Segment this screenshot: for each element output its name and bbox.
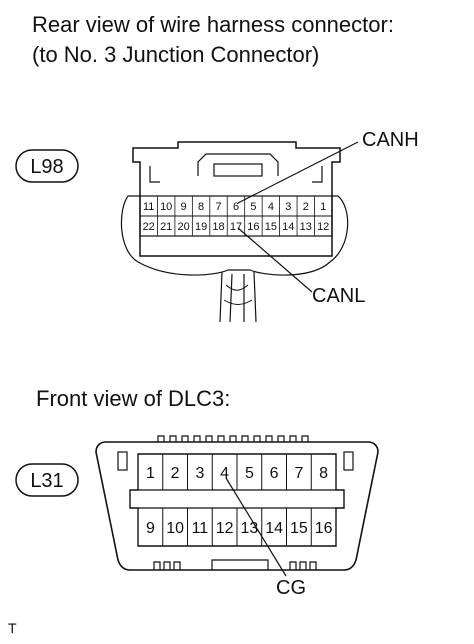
dlc3-connector-drawing xyxy=(95,435,379,577)
dlc3-pin: 7 xyxy=(294,465,303,482)
dlc3-pin: 5 xyxy=(245,465,254,482)
dlc3-pin: 9 xyxy=(146,520,155,537)
dlc3-pin: 1 xyxy=(146,465,155,482)
footer-mark: T xyxy=(8,620,17,636)
l98-pin: 6 xyxy=(233,201,239,213)
l98-pin: 13 xyxy=(300,221,312,233)
dlc3-pin: 4 xyxy=(220,465,229,482)
l98-pin: 17 xyxy=(230,221,242,233)
dlc3-pin: 6 xyxy=(270,465,279,482)
dlc3-pin: 15 xyxy=(290,520,308,537)
l98-pin: 22 xyxy=(143,221,155,233)
dlc3-caption: Front view of DLC3: xyxy=(36,386,231,411)
l98-pin: 3 xyxy=(285,201,291,213)
l98-pin: 1 xyxy=(320,201,326,213)
l31-badge xyxy=(15,463,79,497)
canl-leader-line xyxy=(237,227,313,293)
l98-pin: 10 xyxy=(160,201,172,213)
l98-pin: 20 xyxy=(177,221,189,233)
dlc3-pin: 3 xyxy=(195,465,204,482)
dlc3-pin: 16 xyxy=(315,520,333,537)
l98-pin: 4 xyxy=(268,201,274,213)
cg-leader-line xyxy=(225,477,287,577)
canh-label: CANH xyxy=(362,129,419,151)
l31-badge-label: L31 xyxy=(30,470,63,492)
harness-caption-line1: Rear view of wire harness connector: xyxy=(32,12,394,37)
dlc3-pin: 10 xyxy=(166,520,184,537)
canl-label: CANL xyxy=(312,285,365,307)
cg-label: CG xyxy=(276,577,306,599)
dlc3-pin: 11 xyxy=(192,520,209,537)
dlc3-pin: 14 xyxy=(265,520,283,537)
l98-connector-drawing xyxy=(120,141,359,323)
l98-pin: 16 xyxy=(247,221,259,233)
l98-pin: 21 xyxy=(160,221,172,233)
l98-pin: 8 xyxy=(198,201,204,213)
harness-caption: Rear view of wire harness connector: (to… xyxy=(32,10,394,70)
l98-pin: 15 xyxy=(265,221,277,233)
dlc3-pin: 2 xyxy=(171,465,180,482)
l98-pin: 2 xyxy=(303,201,309,213)
l98-pin: 9 xyxy=(181,201,187,213)
canh-leader-line xyxy=(237,141,359,204)
l98-pin: 19 xyxy=(195,221,207,233)
dlc3-pin: 13 xyxy=(241,520,259,537)
l98-badge-label: L98 xyxy=(30,156,63,178)
l98-pin: 5 xyxy=(250,201,256,213)
l98-badge xyxy=(15,149,79,183)
dlc3-pin: 8 xyxy=(319,465,328,482)
harness-caption-line2: (to No. 3 Junction Connector) xyxy=(32,42,320,67)
l98-pin: 12 xyxy=(317,221,329,233)
dlc3-pin: 12 xyxy=(216,520,234,537)
l98-pin: 14 xyxy=(282,221,294,233)
l98-pin: 7 xyxy=(215,201,221,213)
l98-pin: 11 xyxy=(143,201,154,213)
l98-pin: 18 xyxy=(212,221,224,233)
